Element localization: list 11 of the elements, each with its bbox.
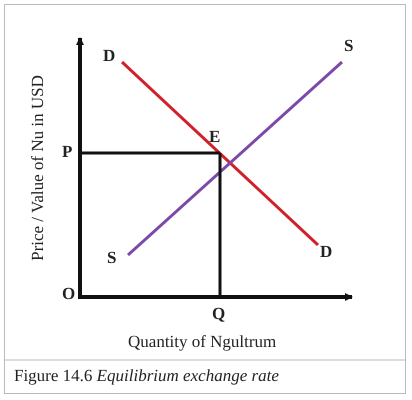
curve-label: S (344, 36, 354, 56)
point-label: E (209, 127, 220, 147)
axis-point-label: Q (212, 304, 226, 324)
figure-caption: Figure 14.6 Equilibrium exchange rate (14, 366, 279, 386)
curve-label: S (107, 248, 116, 268)
axis-label: Quantity of Ngultrum (128, 332, 276, 352)
origin-label: O (62, 284, 76, 304)
axis-point-label: P (62, 142, 72, 162)
curve-label: D (320, 242, 332, 262)
curve-label: D (103, 46, 116, 66)
axis-label: Price / Value of Nu in USD (28, 75, 48, 261)
